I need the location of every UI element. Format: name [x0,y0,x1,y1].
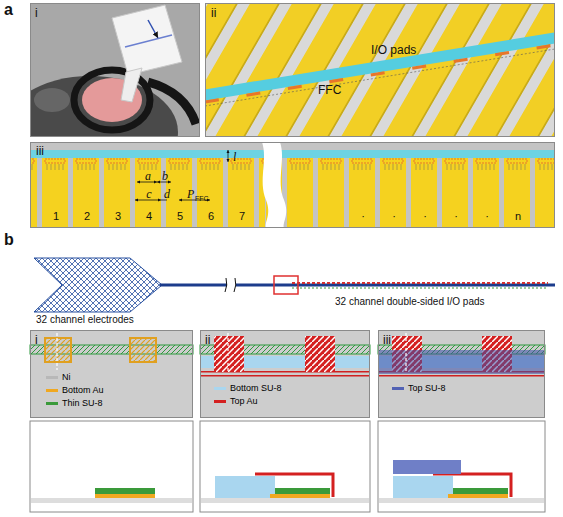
legend-entry: Top SU-8 [392,384,393,385]
channel-number: · [423,211,427,222]
caption-label: 32 channel electrodes [36,315,134,325]
legend-text: Bottom SU-8 [230,384,282,393]
channel-number: 1 [53,211,59,222]
ffc-top-view [30,142,555,228]
legend-entry: Bottom SU-8 [214,384,215,385]
ffc-perspective [205,3,555,137]
layer-panel: iii [378,330,545,418]
perspective-panel: iiI/O padsFFC [205,3,555,137]
part-label: I/O pads [371,44,416,56]
panel-label: ii [205,334,210,346]
panel-letter: b [4,232,14,248]
caption-label: 32 channel double-sided I/O pads [335,297,485,307]
panel-label: iii [383,334,391,346]
legend-text: Top Au [230,397,258,406]
top-view-panel: iii abc d PFFC l 1 2 3 4 5 6 7 · · · · · n [30,142,555,228]
layer-stack-iii [378,330,545,512]
channel-number: 3 [115,211,121,222]
legend-entry: Thin SU-8 [46,399,47,400]
panel-label: iii [36,145,44,157]
legend-swatch [214,400,226,403]
legend-text: Bottom Au [62,386,104,395]
legend-text: Thin SU-8 [62,399,103,408]
part-label: FFC [318,84,341,96]
panel-label: ii [211,7,216,19]
panel-label: i [35,7,38,19]
dimension-label: d [164,188,170,200]
legend-swatch [392,387,404,390]
legend-swatch [46,402,58,405]
dimension-label: b [162,170,168,182]
dimension-label: P [187,188,194,200]
channel-number: · [485,211,489,222]
legend-entry: Bottom Au [46,386,47,387]
legend-swatch [46,389,58,392]
layer-stack-ii [200,330,370,512]
channel-number: 4 [146,211,152,222]
probe-overview [34,258,555,312]
channel-number: 2 [84,211,90,222]
layer-panel: ii [200,330,370,418]
legend-swatch [46,376,58,379]
legend-entry: Ni [46,373,47,374]
channel-number: 6 [208,211,214,222]
mouse-photo [30,3,200,137]
layer-stack-i [30,330,193,512]
panel-letter: a [4,2,13,18]
legend-text: Top SU-8 [408,384,446,393]
channel-number: n [515,211,521,222]
legend-text: Ni [62,373,71,382]
channel-number: · [361,211,365,222]
photo-panel: i [30,3,200,137]
channel-number: 5 [177,211,183,222]
legend-entry: Top Au [214,397,215,398]
dimension-subscript: FFC [195,195,209,202]
panel-label: i [35,334,38,346]
channel-number: · [392,211,396,222]
dimension-label: c [146,188,151,200]
channel-number: 7 [239,211,245,222]
dimension-label: l [233,151,236,163]
legend-swatch [214,387,226,390]
channel-number: · [454,211,458,222]
dimension-label: a [145,170,151,182]
